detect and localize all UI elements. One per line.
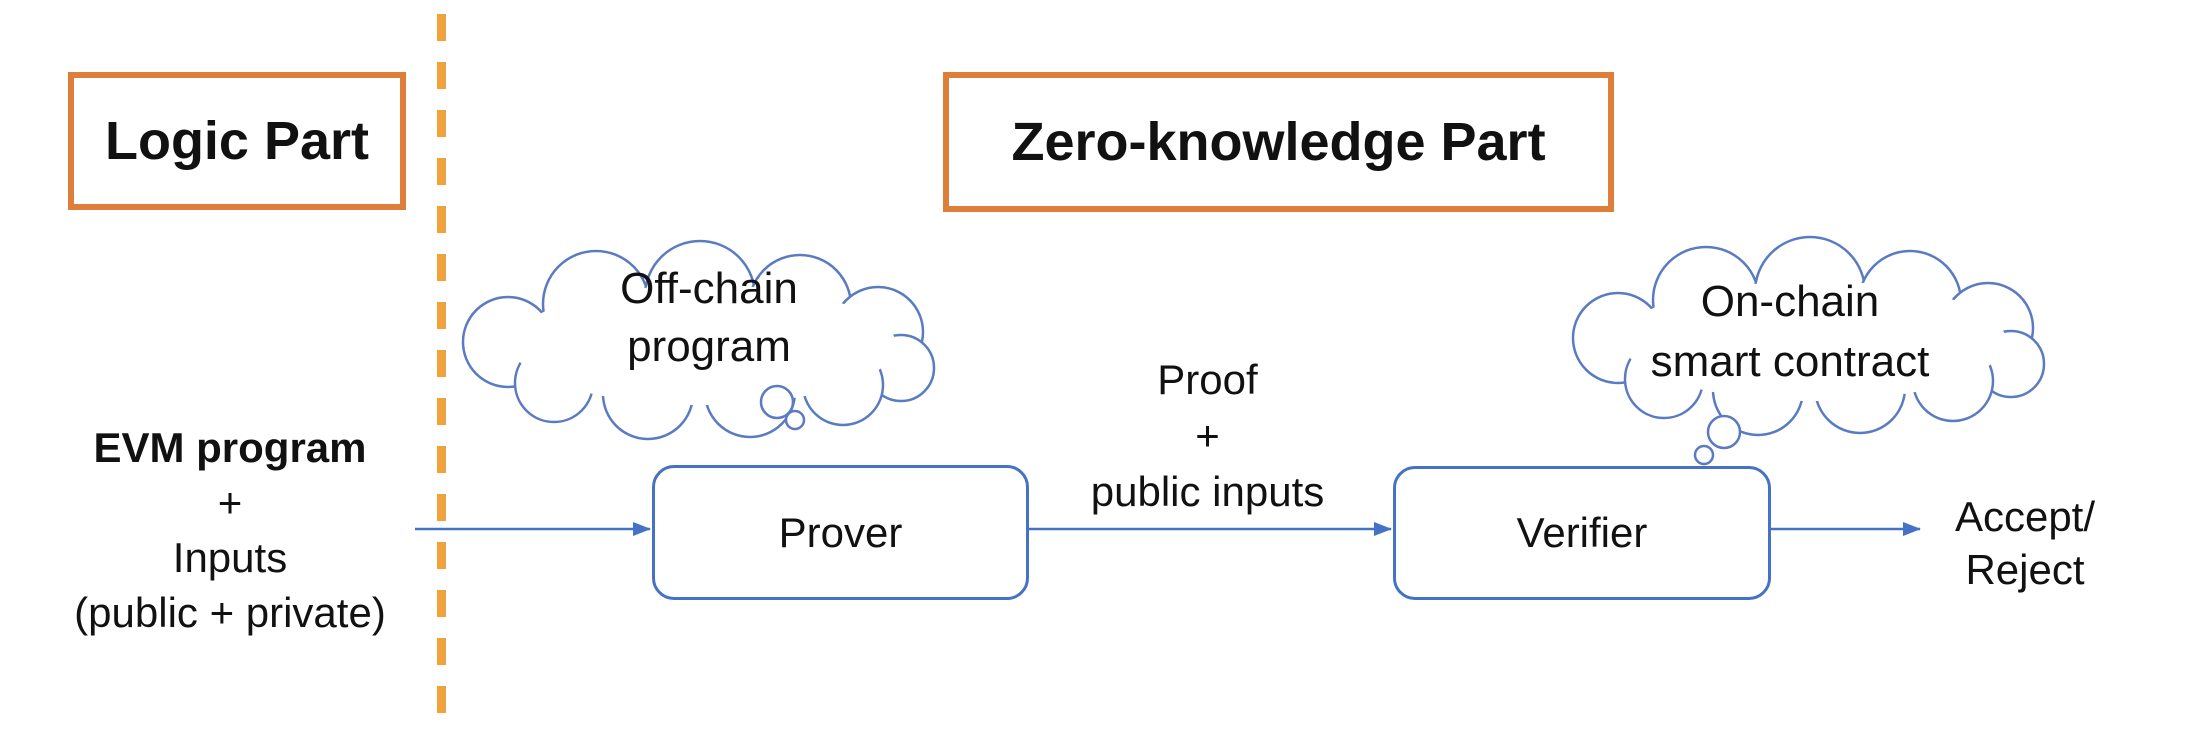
offchain-cloud-label: Off-chain program [509,260,909,376]
thought-tail-bubble-large [1706,414,1742,450]
logic-part-box: Logic Part [68,72,406,210]
zero-knowledge-part-label: Zero-knowledge Part [1011,112,1546,172]
thought-tail-bubble-large [759,384,795,420]
offchain-line: Off-chain [620,264,798,313]
evm-program-line: EVM program [93,424,367,471]
reject-line: Reject [1965,546,2085,593]
accept-reject-label: Accept/ Reject [1915,490,2135,596]
dashed-divider-line [437,14,446,714]
inputs-line: Inputs [172,534,288,581]
verifier-node: Verifier [1393,466,1771,600]
onchain-line: On-chain [1700,277,1880,326]
prover-label: Prover [778,508,903,556]
smart-contract-line: smart contract [1650,337,1930,386]
plus-line: + [1195,412,1220,459]
thought-tail-bubble-small [1693,444,1715,466]
proof-line: Proof [1157,356,1258,403]
onchain-cloud-label: On-chain smart contract [1570,272,2010,392]
program-line: program [627,322,791,371]
logic-part-label: Logic Part [104,111,370,171]
verifier-label: Verifier [1516,509,1648,556]
accept-line: Accept/ [1954,493,2096,540]
public-private-line: (public + private) [74,589,386,636]
proof-edge-label: Proof + public inputs [1020,352,1395,520]
zero-knowledge-part-box: Zero-knowledge Part [943,72,1614,212]
evm-input-label: EVM program + Inputs (public + private) [10,420,450,640]
public-inputs-line: public inputs [1090,468,1325,515]
thought-tail-bubble-small [784,409,806,431]
prover-node: Prover [652,465,1029,600]
plus-line: + [217,479,243,526]
